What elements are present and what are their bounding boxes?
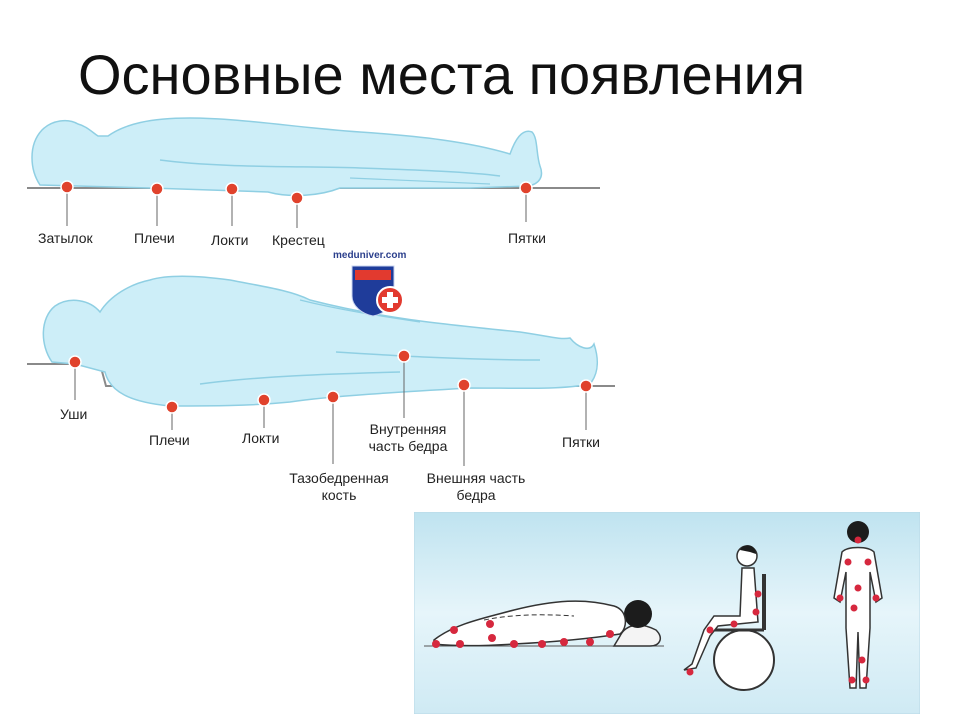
marker-shoulders [151,183,163,195]
marker-sacrum [291,192,303,204]
marker-inner-thigh [398,350,410,362]
label-inner-thigh: Внутренняя часть бедра [358,421,458,455]
label-outer-thigh: Внешняя часть бедра [426,470,526,504]
label-shoulders-lateral: Плечи [149,432,190,449]
marker-shoulder-lateral [166,401,178,413]
label-elbows-lateral: Локти [242,430,280,447]
lateral-body [43,276,597,406]
label-sacrum: Крестец [272,232,325,249]
label-heels-lateral: Пятки [562,434,600,451]
marker-outer-thigh [458,379,470,391]
marker-hip [327,391,339,403]
supine-body [32,118,542,195]
marker-occiput [61,181,73,193]
label-ears: Уши [60,406,87,423]
marker-elbows [226,183,238,195]
positions-illustration [414,512,920,714]
marker-heels-lateral [580,380,592,392]
label-elbows: Локти [211,232,249,249]
label-occiput: Затылок [38,230,93,247]
marker-elbow-lateral [258,394,270,406]
lateral-figure [27,276,615,406]
meduniver-logo [352,266,403,316]
label-hip: Тазобедренная кость [280,470,398,504]
supine-figure [27,118,600,195]
marker-heels [520,182,532,194]
watermark-text: meduniver.com [333,250,406,261]
marker-ears [69,356,81,368]
label-heels: Пятки [508,230,546,247]
label-shoulders: Плечи [134,230,175,247]
